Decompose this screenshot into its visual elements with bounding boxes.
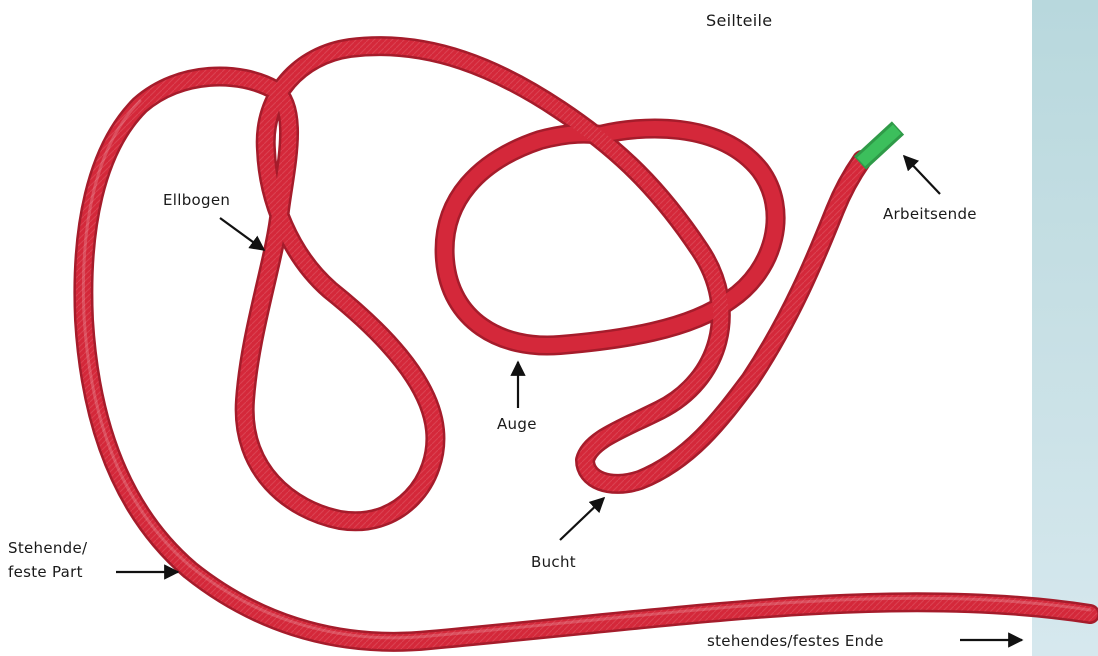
- label-stehende-part-line1: Stehende/: [8, 538, 87, 558]
- arrow-bucht: [560, 498, 604, 540]
- label-ellbogen: Ellbogen: [163, 190, 230, 210]
- rope-highlight: [83, 101, 1090, 638]
- label-bucht: Bucht: [531, 552, 576, 572]
- diagram-title: Seilteile: [706, 11, 772, 31]
- label-auge: Auge: [497, 414, 537, 434]
- arrow-arbeitsende: [904, 156, 940, 194]
- label-stehendes-ende: stehendes/festes Ende: [707, 631, 884, 651]
- label-arbeitsende: Arbeitsende: [883, 204, 977, 224]
- label-stehende-part-line2: feste Part: [8, 562, 83, 582]
- arrow-ellbogen: [220, 218, 264, 250]
